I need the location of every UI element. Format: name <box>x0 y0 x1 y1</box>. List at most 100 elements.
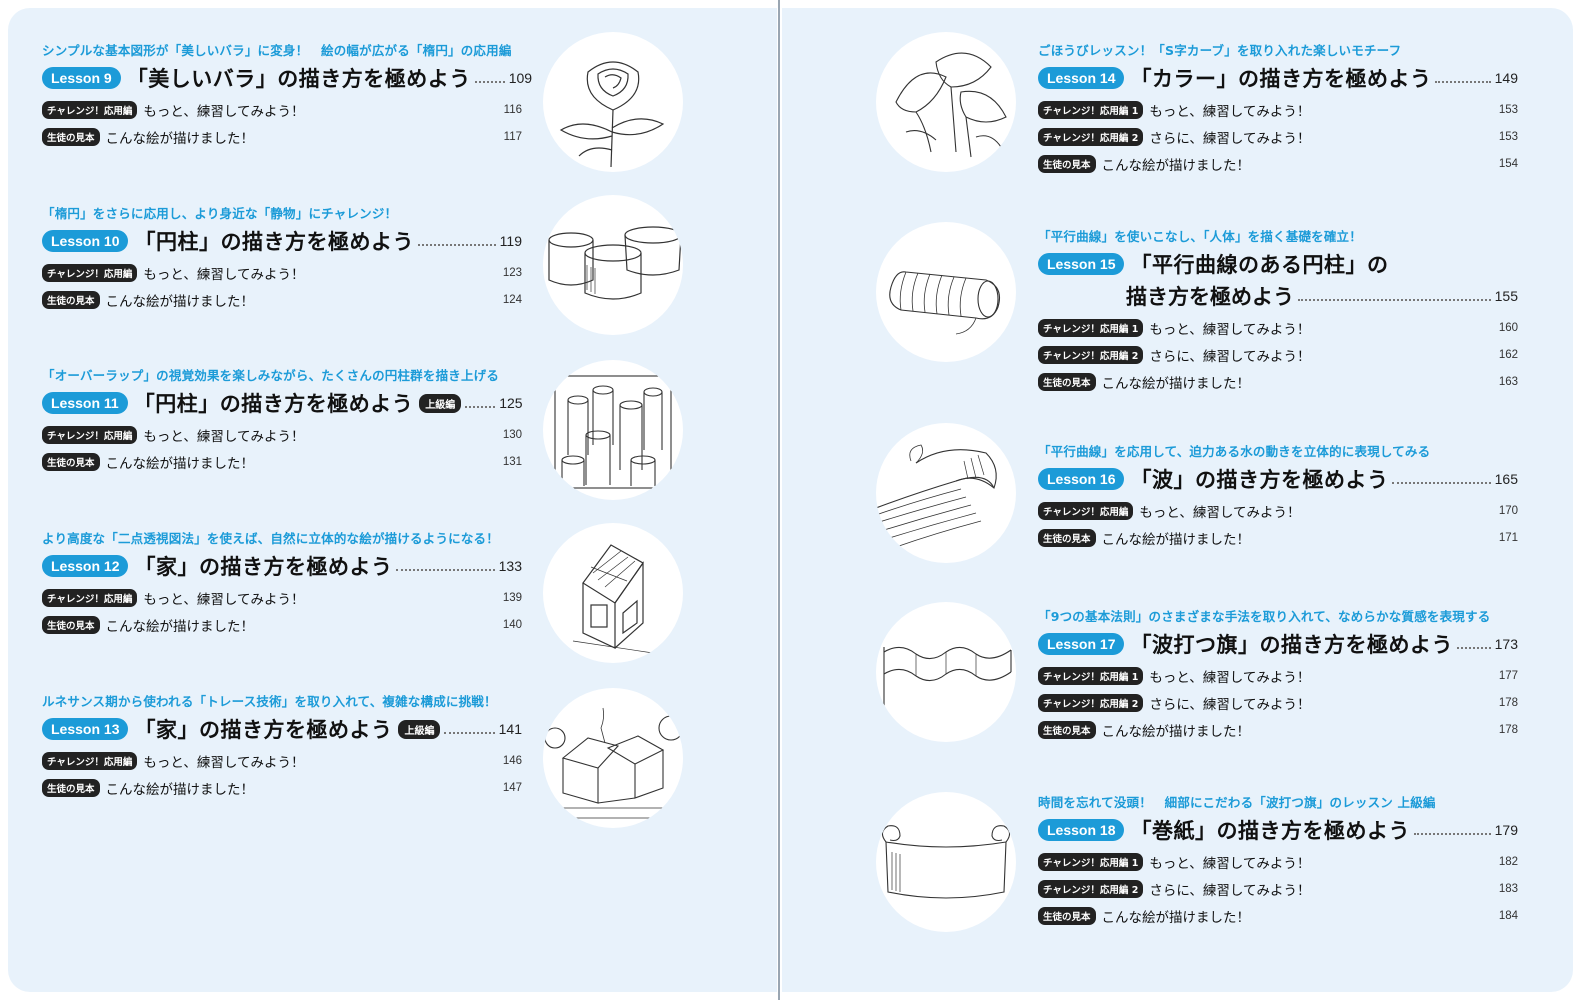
sub-entry-text: さらに、練習してみよう！ <box>1149 883 1311 899</box>
sub-entry[interactable]: 生徒の見本 こんな絵が描けました！ 117 <box>42 127 522 147</box>
scroll-illustration <box>876 792 1016 932</box>
lesson-entry[interactable]: 「オーバーラップ」の視覚効果を楽しみながら、たくさんの円柱群を描き上げる Les… <box>42 365 523 472</box>
advanced-badge: 上級編 <box>398 719 441 739</box>
lesson-tagline: より高度な「二点透視図法」を使えば、自然に立体的な絵が描けるようになる！ <box>42 531 499 546</box>
sub-entry-text: もっと、練習してみよう！ <box>1139 505 1301 521</box>
sub-entry[interactable]: チャレンジ！応用編 もっと、練習してみよう！ 130 <box>42 425 522 445</box>
lesson-page-number: 109 <box>508 70 533 86</box>
lesson-number-badge: Lesson 10 <box>42 230 129 252</box>
sub-entry[interactable]: チャレンジ！応用編 もっと、練習してみよう！ 116 <box>42 100 522 120</box>
sub-page-number: 147 <box>502 782 522 794</box>
sub-entry[interactable]: 生徒の見本 こんな絵が描けました！ 171 <box>1038 528 1518 548</box>
sub-entry[interactable]: 生徒の見本 こんな絵が描けました！ 131 <box>42 452 522 472</box>
sub-entry[interactable]: チャレンジ！応用編 もっと、練習してみよう！ 146 <box>42 751 522 771</box>
lesson-number-badge: Lesson 11 <box>42 392 128 414</box>
lesson-entry[interactable]: ルネサンス期から使われる「トレース技術」を取り入れて、複雑な構成に挑戦！ Les… <box>42 691 522 798</box>
sub-entry[interactable]: 生徒の見本 こんな絵が描けました！ 184 <box>1038 906 1518 926</box>
sub-entry-text: もっと、練習してみよう！ <box>143 429 305 445</box>
lesson-entry[interactable]: 「平行曲線」を応用して、迫力ある水の動きを立体的に表現してみる Lesson 1… <box>1038 441 1518 548</box>
sub-entry[interactable]: チャレンジ！応用編 2 さらに、練習してみよう！ 153 <box>1038 127 1518 147</box>
lesson-entry[interactable]: より高度な「二点透視図法」を使えば、自然に立体的な絵が描けるようになる！ Les… <box>42 528 522 635</box>
sub-entry[interactable]: 生徒の見本 こんな絵が描けました！ 178 <box>1038 720 1518 740</box>
lesson-title: 「巻紙」の描き方を極めよう <box>1130 819 1410 843</box>
lesson-entry[interactable]: 「平行曲線」を使いこなし、「人体」を描く基礎を確立！ Lesson 15 「平行… <box>1038 226 1518 392</box>
coil-cylinder-illustration <box>876 222 1016 362</box>
challenge-badge: チャレンジ！応用編 <box>42 589 138 607</box>
sub-page-number: 171 <box>1498 532 1518 544</box>
lesson-entry[interactable]: シンプルな基本図形が「美しいバラ」に変身！ 絵の幅が広がる「楕円」の応用編 Le… <box>42 40 532 147</box>
student-sample-badge: 生徒の見本 <box>42 453 100 471</box>
sub-entry-text: こんな絵が描けました！ <box>105 456 255 472</box>
lesson-title: 「平行曲線のある円柱」の <box>1130 253 1389 277</box>
leader-dots <box>396 569 495 571</box>
lesson-tagline: ごほうびレッスン！「S字カーブ」を取り入れた楽しいモチーフ <box>1038 43 1402 58</box>
sub-entry[interactable]: 生徒の見本 こんな絵が描けました！ 163 <box>1038 372 1518 392</box>
sub-entry-text: さらに、練習してみよう！ <box>1149 697 1311 713</box>
sub-entry-text: もっと、練習してみよう！ <box>1149 322 1311 338</box>
sub-entry-text: さらに、練習してみよう！ <box>1149 131 1311 147</box>
lesson-tagline: シンプルな基本図形が「美しいバラ」に変身！ 絵の幅が広がる「楕円」の応用編 <box>42 43 512 58</box>
student-sample-badge: 生徒の見本 <box>42 779 100 797</box>
lesson-entry[interactable]: ごほうびレッスン！「S字カーブ」を取り入れた楽しいモチーフ Lesson 14 … <box>1038 40 1518 174</box>
lesson-tagline: 「平行曲線」を使いこなし、「人体」を描く基礎を確立！ <box>1038 229 1362 244</box>
leader-dots <box>444 732 495 734</box>
lesson-title: 「波」の描き方を極めよう <box>1130 468 1389 492</box>
challenge-badge: チャレンジ！応用編 2 <box>1038 128 1144 146</box>
sub-page-number: 131 <box>502 456 522 468</box>
sub-entry[interactable]: チャレンジ！応用編 2 さらに、練習してみよう！ 183 <box>1038 879 1518 899</box>
lesson-page-number: 165 <box>1494 471 1518 487</box>
sub-page-number: 140 <box>502 619 522 631</box>
student-sample-badge: 生徒の見本 <box>1038 529 1096 547</box>
lesson-page-number: 125 <box>499 395 523 411</box>
flag-illustration <box>876 602 1016 742</box>
lesson-entry[interactable]: 「楕円」をさらに応用し、より身近な「静物」にチャレンジ！ Lesson 10 「… <box>42 203 522 310</box>
sub-page-number: 170 <box>1498 505 1518 517</box>
sub-entry[interactable]: チャレンジ！応用編 1 もっと、練習してみよう！ 160 <box>1038 318 1518 338</box>
lesson-page-number: 133 <box>498 558 522 574</box>
sub-entry-text: こんな絵が描けました！ <box>1101 532 1251 548</box>
lesson-entry[interactable]: 「9つの基本法則」のさまざまな手法を取り入れて、なめらかな質感を表現する Les… <box>1038 606 1518 740</box>
student-sample-badge: 生徒の見本 <box>1038 373 1096 391</box>
sub-entry-text: もっと、練習してみよう！ <box>143 755 305 771</box>
lesson-tagline: 「オーバーラップ」の視覚効果を楽しみながら、たくさんの円柱群を描き上げる <box>42 368 500 383</box>
leader-dots <box>417 244 496 246</box>
challenge-badge: チャレンジ！応用編 2 <box>1038 880 1144 898</box>
cylinder-group-illustration <box>543 360 683 500</box>
sub-entry[interactable]: チャレンジ！応用編 もっと、練習してみよう！ 139 <box>42 588 522 608</box>
rose-illustration <box>543 32 683 172</box>
sub-entry-text: もっと、練習してみよう！ <box>143 267 305 283</box>
sub-entry[interactable]: 生徒の見本 こんな絵が描けました！ 147 <box>42 778 522 798</box>
lesson-number-badge: Lesson 16 <box>1038 468 1125 490</box>
wave-illustration <box>876 423 1016 563</box>
leader-dots <box>1435 81 1491 83</box>
sub-entry[interactable]: チャレンジ！応用編 もっと、練習してみよう！ 170 <box>1038 501 1518 521</box>
sub-entry[interactable]: チャレンジ！応用編 1 もっと、練習してみよう！ 182 <box>1038 852 1518 872</box>
house-illustration <box>543 523 683 663</box>
lesson-tagline: 「楕円」をさらに応用し、より身近な「静物」にチャレンジ！ <box>42 206 398 221</box>
sub-page-number: 130 <box>502 429 522 441</box>
sub-entry-text: もっと、練習してみよう！ <box>143 104 305 120</box>
challenge-badge: チャレンジ！応用編 <box>1038 502 1134 520</box>
lesson-page-number: 179 <box>1494 822 1518 838</box>
calla-lily-illustration <box>876 32 1016 172</box>
sub-entry[interactable]: チャレンジ！応用編 もっと、練習してみよう！ 123 <box>42 263 522 283</box>
lesson-number-badge: Lesson 13 <box>42 718 129 740</box>
sub-entry-text: こんな絵が描けました！ <box>1101 158 1251 174</box>
sub-entry[interactable]: チャレンジ！応用編 1 もっと、練習してみよう！ 177 <box>1038 666 1518 686</box>
sub-entry[interactable]: 生徒の見本 こんな絵が描けました！ 124 <box>42 290 522 310</box>
sub-entry[interactable]: チャレンジ！応用編 2 さらに、練習してみよう！ 178 <box>1038 693 1518 713</box>
challenge-badge: チャレンジ！応用編 <box>42 752 138 770</box>
student-sample-badge: 生徒の見本 <box>1038 907 1096 925</box>
lesson-page-number: 155 <box>1494 288 1518 304</box>
sub-entry[interactable]: 生徒の見本 こんな絵が描けました！ 154 <box>1038 154 1518 174</box>
sub-entry-text: こんな絵が描けました！ <box>105 782 255 798</box>
sub-entry[interactable]: 生徒の見本 こんな絵が描けました！ 140 <box>42 615 522 635</box>
sub-entry[interactable]: チャレンジ！応用編 2 さらに、練習してみよう！ 162 <box>1038 345 1518 365</box>
lesson-number-badge: Lesson 18 <box>1038 819 1125 841</box>
sub-page-number: 177 <box>1498 670 1518 682</box>
sub-entry[interactable]: チャレンジ！応用編 1 もっと、練習してみよう！ 153 <box>1038 100 1518 120</box>
leader-dots <box>1392 482 1491 484</box>
challenge-badge: チャレンジ！応用編 2 <box>1038 694 1144 712</box>
lesson-entry[interactable]: 時間を忘れて没頭！ 細部にこだわる「波打つ旗」のレッスン 上級編 Lesson … <box>1038 792 1518 926</box>
